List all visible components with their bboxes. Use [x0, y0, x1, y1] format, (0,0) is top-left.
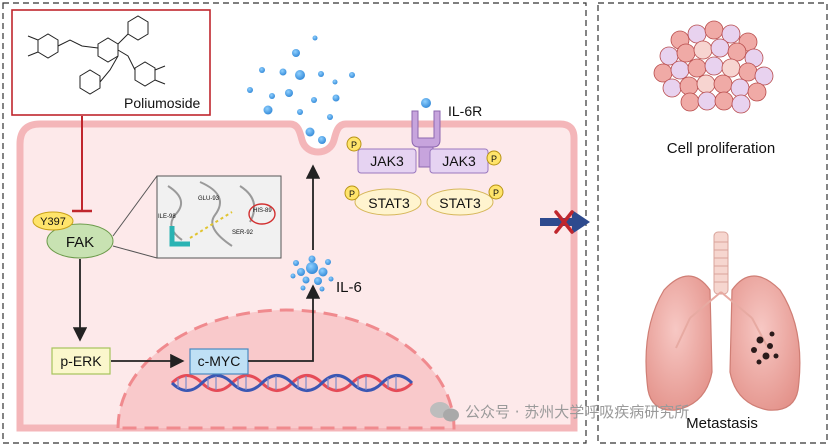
perk-node	[51, 347, 111, 375]
secreted-il6	[247, 35, 355, 144]
cell-proliferation-label: Cell proliferation	[667, 140, 775, 157]
poliumoside-label: Poliumoside	[124, 95, 200, 111]
jak3-left-phospho	[346, 136, 362, 152]
stat3-right	[426, 188, 494, 216]
residue-his89: HIS-89	[253, 208, 272, 214]
watermark-text: 公众号 · 苏州大学呼吸疾病研究所	[465, 403, 689, 421]
tumor-cell-cluster	[653, 20, 774, 114]
poliumoside-structure	[27, 15, 166, 95]
right-panel-border	[597, 2, 828, 444]
perk-label: p-ERK	[60, 353, 102, 369]
stat3-left-phospho	[344, 185, 360, 201]
cmyc-label: c-MYC	[198, 353, 241, 369]
il6-label: IL-6	[336, 279, 362, 296]
dna-helix	[170, 374, 414, 392]
y397-label: Y397	[40, 216, 66, 228]
arrow-cmyc-to-il6	[248, 284, 321, 362]
jak3-right-phospho-label: P	[491, 154, 497, 164]
poliumoside-box: Poliumoside	[11, 9, 211, 116]
stat3-left-phospho-label: P	[349, 189, 355, 199]
metastasis-label: Metastasis	[686, 415, 758, 432]
stat3-right-label: STAT3	[439, 195, 481, 211]
lungs-illustration	[645, 231, 801, 411]
blocked-arrow	[540, 210, 590, 234]
cmyc-node	[189, 348, 249, 375]
nucleus	[116, 308, 456, 430]
inhibition-line	[72, 116, 92, 213]
il6-cluster	[290, 255, 334, 292]
residue-ile98: ILE-98	[158, 214, 176, 220]
jak3-right-label: JAK3	[442, 153, 476, 169]
jak3-left-label: JAK3	[370, 153, 404, 169]
il6r-label: IL-6R	[448, 103, 482, 119]
residue-glu93: GLU-93	[198, 196, 220, 202]
jak3-right-phospho	[486, 150, 502, 166]
jak3-left-phospho-label: P	[351, 140, 357, 150]
docking-callout: GLU-93 HIS-89 SER-92 ILE-98	[112, 175, 282, 259]
jak3-left	[357, 148, 417, 174]
stat3-right-phospho	[488, 184, 504, 200]
stat3-left-label: STAT3	[368, 195, 410, 211]
y397-badge	[32, 211, 74, 231]
stat3-right-phospho-label: P	[493, 188, 499, 198]
fak-node	[46, 223, 114, 259]
watermark: 公众号 · 苏州大学呼吸疾病研究所	[430, 402, 689, 422]
fak-label: FAK	[66, 234, 94, 251]
residue-ser92: SER-92	[232, 230, 254, 236]
stat3-left	[354, 188, 422, 216]
